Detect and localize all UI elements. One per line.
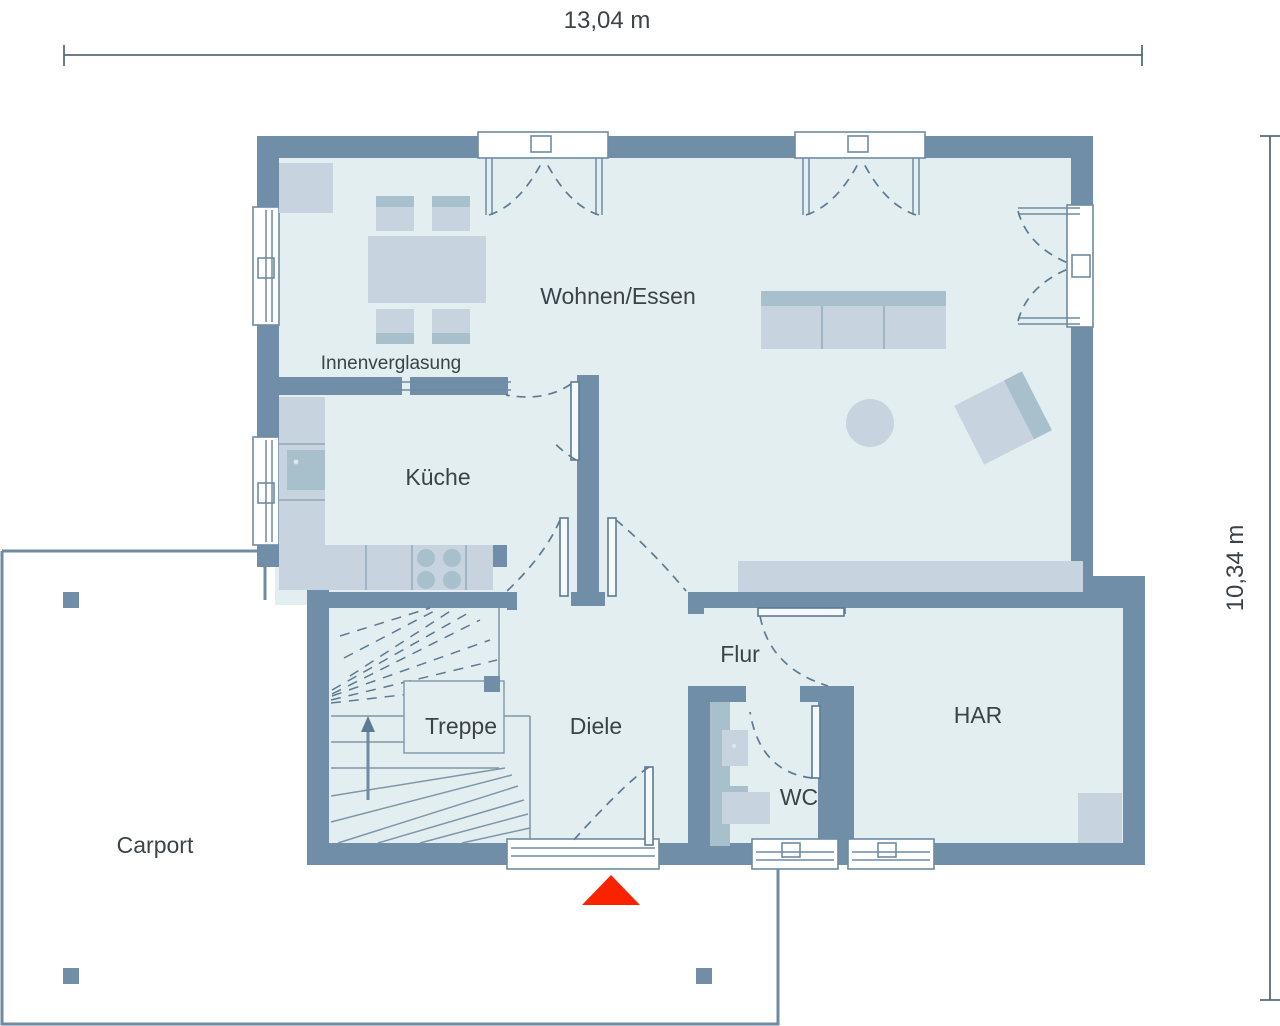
wall-center-pillar bbox=[577, 375, 599, 605]
stair-label-box bbox=[403, 680, 505, 754]
entrance-arrow-icon bbox=[582, 875, 640, 905]
furniture-chair-back bbox=[432, 196, 470, 207]
furniture-dining bbox=[279, 163, 486, 344]
room-label-flur: Flur bbox=[720, 641, 760, 667]
dimension-right: 10,34 m bbox=[1222, 135, 1280, 1001]
furniture-lowboard bbox=[738, 561, 1083, 592]
carport-post bbox=[696, 968, 712, 984]
furniture-living bbox=[738, 291, 1083, 592]
wall-diele-top-left bbox=[325, 592, 515, 608]
furniture-kitchen bbox=[279, 397, 493, 590]
furniture-har bbox=[1078, 793, 1122, 843]
furniture-toilet bbox=[722, 792, 770, 824]
carport-post bbox=[63, 968, 79, 984]
room-label-wohnen-essen: Wohnen/Essen bbox=[540, 283, 696, 309]
window-left-upper bbox=[252, 206, 280, 326]
wall-wc-left bbox=[688, 686, 710, 846]
wall-innenverglasung-post bbox=[380, 377, 402, 395]
furniture-coffee-table bbox=[846, 399, 894, 447]
annotation-innenverglasung: Innenverglasung bbox=[321, 353, 462, 374]
furniture-chair-back bbox=[432, 333, 470, 344]
furniture-armchair bbox=[954, 371, 1052, 465]
furniture-kitchen-sink bbox=[287, 450, 325, 490]
wall-flur-top bbox=[688, 592, 1125, 608]
window-left-lower bbox=[252, 436, 280, 546]
door-kueche bbox=[505, 381, 580, 461]
door-entrance bbox=[506, 838, 660, 870]
furniture-sink-tap bbox=[293, 459, 299, 465]
door-right-patio bbox=[1017, 204, 1094, 328]
furniture-wc-strip bbox=[710, 702, 730, 846]
wall-wc-right bbox=[818, 686, 840, 846]
room-label-diele: Diele bbox=[570, 713, 622, 739]
dimension-height-label: 10,34 m bbox=[1222, 525, 1249, 612]
door-diele-to-living bbox=[506, 517, 687, 597]
window-top-right bbox=[794, 131, 926, 216]
room-label-kueche: Küche bbox=[405, 464, 470, 490]
furniture-sideboard bbox=[279, 163, 333, 213]
furniture-hob-burner bbox=[443, 571, 461, 589]
furniture-kitchen-counter bbox=[279, 545, 493, 590]
furniture-hob-burner bbox=[417, 549, 435, 567]
door-swing-entrance bbox=[570, 766, 654, 846]
room-label-wc: WC bbox=[780, 784, 818, 810]
interior-walls bbox=[279, 375, 1125, 846]
furniture-chair-back bbox=[376, 333, 414, 344]
furniture-hob-burner bbox=[417, 571, 435, 589]
room-label-carport: Carport bbox=[117, 832, 194, 858]
furniture-dining-table bbox=[368, 236, 486, 303]
window-bottom-middle bbox=[751, 838, 839, 870]
room-labels: Wohnen/Essen Küche Treppe Diele Flur WC … bbox=[405, 283, 1002, 810]
carport-post bbox=[63, 592, 79, 608]
furniture-wc bbox=[710, 702, 770, 846]
dimension-top: 13,04 m bbox=[63, 7, 1143, 66]
room-label-treppe: Treppe bbox=[425, 713, 497, 739]
furniture-hob-burner bbox=[443, 549, 461, 567]
wall-har-left bbox=[840, 686, 854, 846]
window-bottom-right bbox=[847, 838, 935, 870]
furniture-washbasin bbox=[722, 730, 748, 766]
room-label-har: HAR bbox=[954, 702, 1003, 728]
wall-innenverglasung-left bbox=[279, 377, 397, 395]
furniture-basin-tap bbox=[731, 743, 737, 749]
furniture-sofa-back bbox=[761, 291, 946, 306]
furniture-chair-back bbox=[376, 196, 414, 207]
window-top-left bbox=[477, 131, 609, 216]
door-flur bbox=[757, 607, 845, 687]
dimension-width-label: 13,04 m bbox=[564, 7, 651, 34]
stair-direction-arrow bbox=[361, 716, 375, 732]
door-wc bbox=[749, 705, 821, 779]
stair-newel-post bbox=[484, 676, 500, 692]
staircase bbox=[330, 607, 531, 844]
furniture-har-unit bbox=[1078, 793, 1122, 843]
wall-innenverglasung-right bbox=[410, 377, 508, 395]
